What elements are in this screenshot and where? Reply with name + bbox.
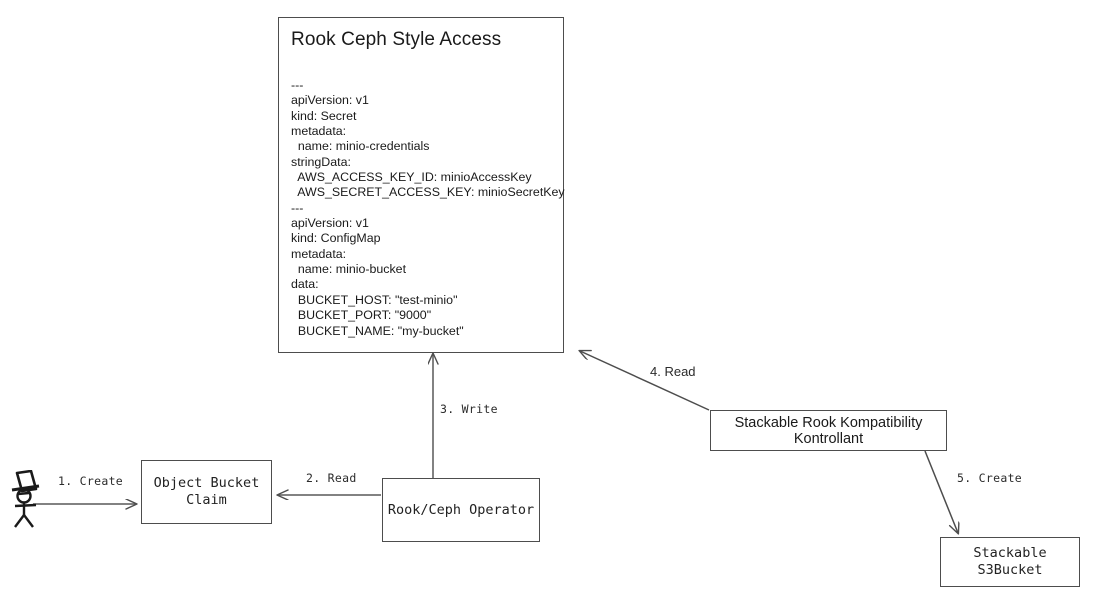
node-object-bucket-claim[interactable]: Object Bucket Claim [141, 460, 272, 524]
edge-label-3-write: 3. Write [440, 402, 498, 416]
arrow-4-read [580, 351, 710, 411]
node-object-bucket-claim-label: Object Bucket Claim [153, 475, 260, 508]
edge-label-1-create: 1. Create [58, 474, 124, 488]
edge-label-2-read: 2. Read [306, 471, 357, 485]
node-stackable-s3bucket[interactable]: Stackable S3Bucket [940, 537, 1080, 587]
edge-label-5-create: 5. Create [957, 471, 1023, 485]
edge-label-4-read: 4. Read [650, 364, 696, 379]
node-rook-ceph-operator-label: Rook/Ceph Operator [387, 501, 535, 518]
spec-card-title: Rook Ceph Style Access [291, 29, 502, 50]
node-stackable-s3bucket-label: Stackable S3Bucket [973, 545, 1047, 578]
spec-card-yaml: --- apiVersion: v1 kind: Secret metadata… [291, 78, 565, 338]
node-stackable-rook-kompatibility-kontrollant-label: Stackable Rook Kompatibility Kontrollant [734, 414, 923, 447]
node-rook-ceph-operator[interactable]: Rook/Ceph Operator [382, 478, 540, 542]
arrow-5-create [924, 450, 958, 533]
node-rook-ceph-style-access[interactable]: Rook Ceph Style Access --- apiVersion: v… [278, 17, 565, 353]
user-actor [6, 469, 48, 528]
node-stackable-rook-kompatibility-kontrollant[interactable]: Stackable Rook Kompatibility Kontrollant [710, 410, 947, 451]
